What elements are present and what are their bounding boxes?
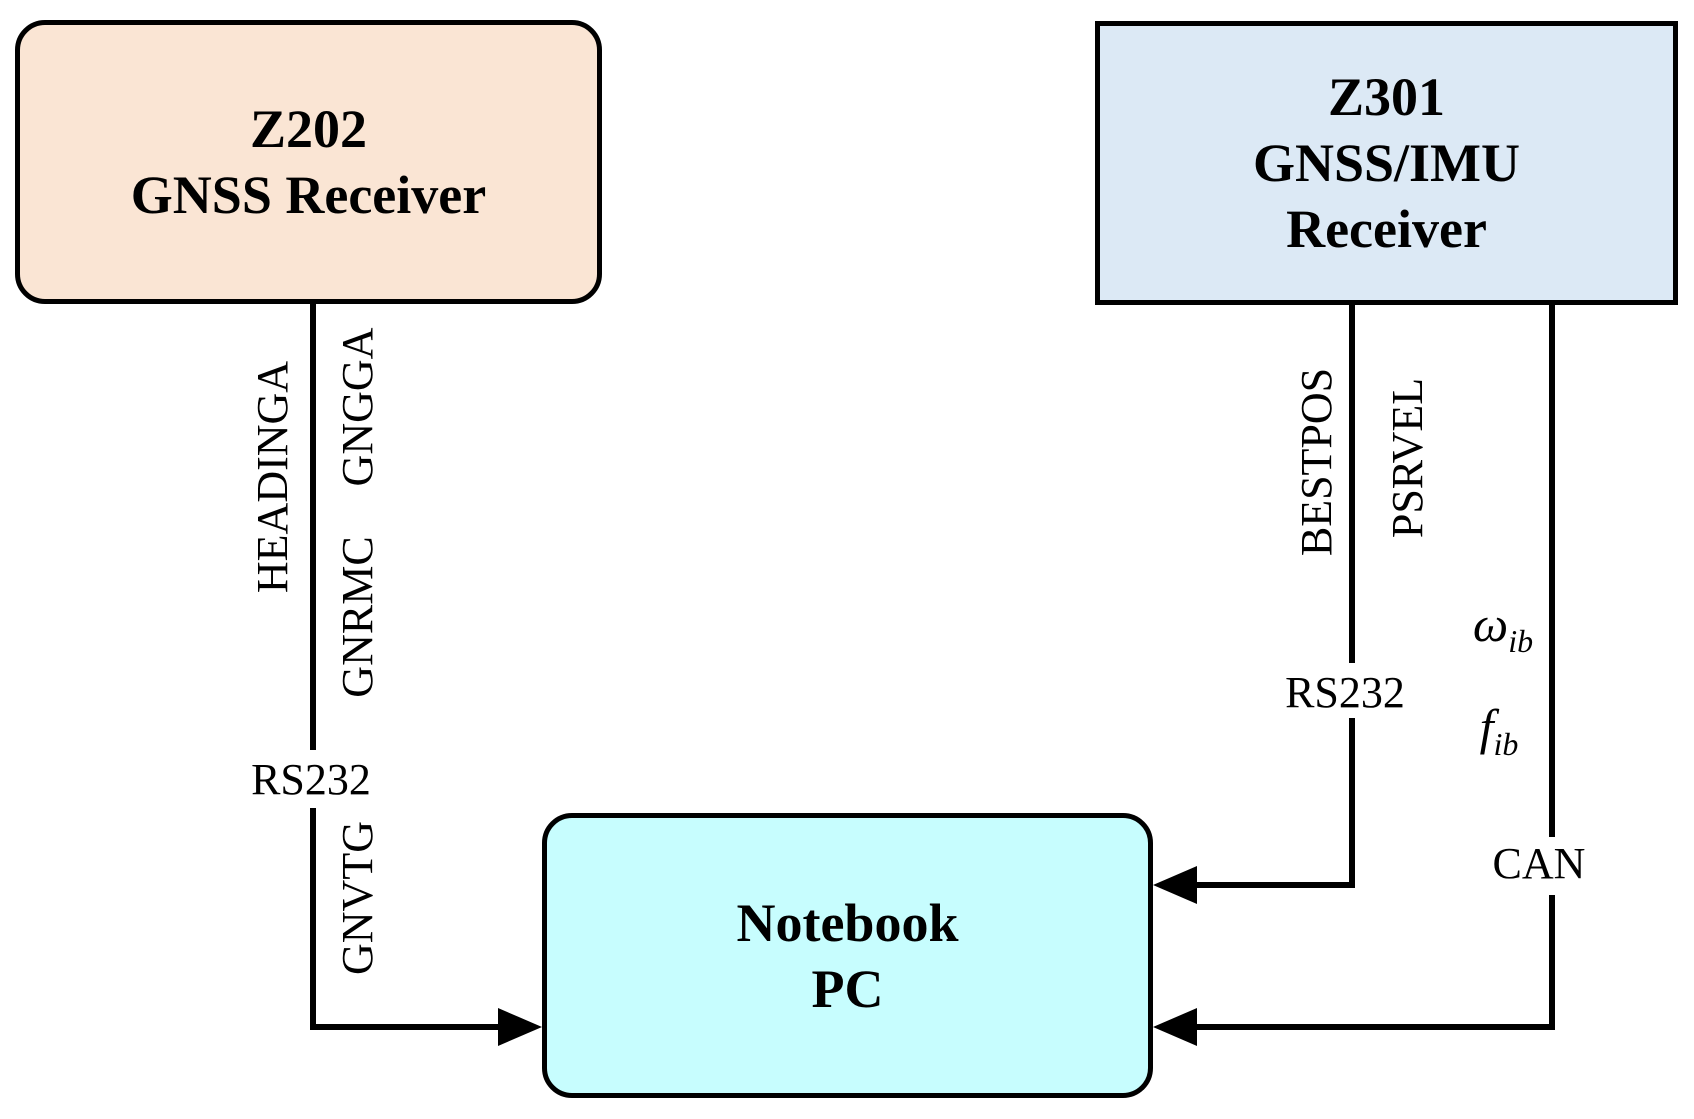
label-f-ib: fib — [1480, 702, 1519, 760]
z202-connector-vertical-lower — [310, 808, 316, 1030]
arrowhead-rs232-into-notebook-icon — [1153, 866, 1197, 904]
label-gnrmc: GNRMC — [333, 536, 382, 698]
z301-can-horizontal — [1192, 1024, 1555, 1030]
omega-symbol: ω — [1472, 596, 1509, 652]
arrowhead-can-into-notebook-icon — [1153, 1008, 1197, 1046]
z202-title-line2: GNSS Receiver — [130, 165, 487, 225]
z301-rs232-vertical-upper — [1349, 300, 1355, 663]
label-psrvel: PSRVEL — [1383, 377, 1432, 539]
z202-gnss-receiver-box: Z202 GNSS Receiver — [15, 20, 602, 304]
z301-rs232-horizontal — [1192, 882, 1355, 888]
label-bestpos: BESTPOS — [1292, 367, 1341, 557]
label-headinga: HEADINGA — [248, 360, 297, 594]
arrowhead-z202-into-notebook-icon — [498, 1008, 542, 1046]
label-rs232-left: RS232 — [251, 755, 371, 804]
z301-can-vertical-upper — [1549, 300, 1555, 837]
f-subscript: ib — [1493, 726, 1519, 762]
z202-connector-horizontal — [310, 1024, 506, 1030]
z202-title-line1: Z202 — [249, 99, 368, 159]
z202-connector-vertical-upper — [310, 300, 316, 750]
label-rs232-right: RS232 — [1285, 668, 1405, 717]
z301-title-line2: GNSS/IMU — [1252, 133, 1521, 193]
label-omega-ib: ωib — [1473, 599, 1533, 657]
z301-can-vertical-lower — [1549, 895, 1555, 1030]
label-can: CAN — [1492, 839, 1586, 888]
label-gngga: GNGGA — [333, 327, 382, 487]
omega-subscript: ib — [1508, 623, 1534, 659]
z301-rs232-vertical-lower — [1349, 718, 1355, 888]
notebook-title-line2: PC — [811, 958, 884, 1019]
label-gnvtg: GNVTG — [333, 821, 382, 975]
z301-title-line3: Receiver — [1286, 199, 1487, 259]
z301-gnss-imu-receiver-box: Z301 GNSS/IMU Receiver — [1095, 21, 1678, 305]
z301-title-line1: Z301 — [1327, 67, 1446, 127]
notebook-pc-box: Notebook PC — [542, 813, 1153, 1098]
notebook-title-line1: Notebook — [736, 892, 959, 953]
f-symbol: f — [1479, 699, 1494, 755]
